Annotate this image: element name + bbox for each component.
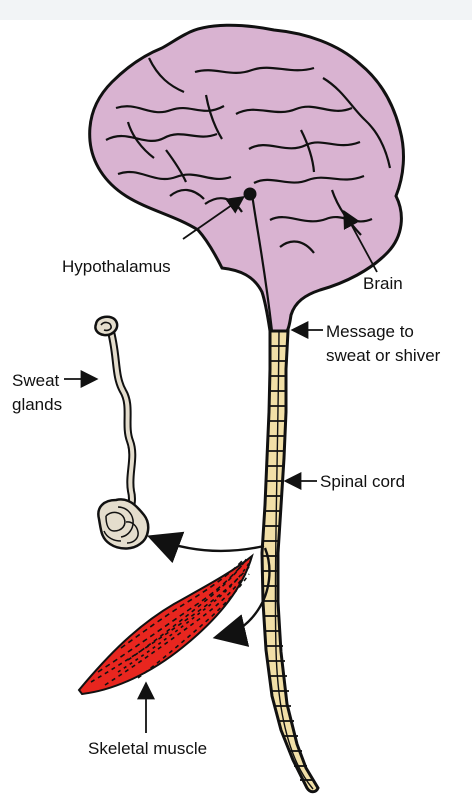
- message-label-line1: Message to: [326, 322, 414, 341]
- nerve-to-sweat-gland-arrow: [156, 539, 264, 551]
- sweat-gland-shape: [95, 317, 148, 549]
- hypothalamus-dot: [244, 188, 257, 201]
- skeletal-muscle-label: Skeletal muscle: [88, 739, 207, 758]
- spinal-cord-shape: [262, 331, 318, 792]
- brain-label: Brain: [363, 274, 403, 293]
- spinal-cord-label: Spinal cord: [320, 472, 405, 491]
- sweat-glands-label-line2: glands: [12, 395, 62, 414]
- top-band: [0, 0, 472, 20]
- message-label-line2: sweat or shiver: [326, 346, 441, 365]
- hypothalamus-label: Hypothalamus: [62, 257, 171, 276]
- brain-shape: [90, 25, 404, 331]
- skeletal-muscle-shape: [79, 556, 252, 694]
- sweat-glands-label-line1: Sweat: [12, 371, 60, 390]
